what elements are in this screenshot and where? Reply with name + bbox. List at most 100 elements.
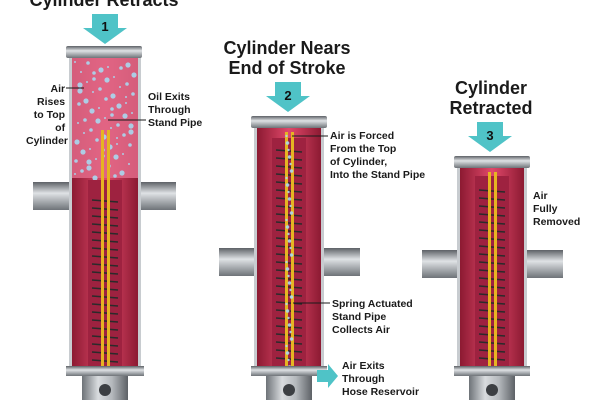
air-bubble [95,118,101,124]
air-bubble [77,82,83,88]
spring-coil [275,325,303,329]
spring-coil [91,335,119,339]
air-bubble [89,128,93,132]
spring-coil [478,197,506,201]
spring-coil [478,261,506,265]
spring-coil [91,351,119,355]
spring-coil [91,239,119,243]
spring-coil [91,215,119,219]
spring-coil [91,231,119,235]
spring-coil [478,317,506,321]
air-bubble [285,183,290,187]
air-bubble [287,274,290,278]
air-bubble [125,82,129,86]
air-bubble [289,246,292,250]
air-bubble [95,138,99,142]
air-bubble [285,351,290,355]
air-bubble [289,204,292,208]
spring-coil [91,327,119,331]
air-bubble [289,337,294,341]
air-bubble [92,71,96,75]
spring-coil [275,285,303,289]
air-bubble [89,148,91,150]
stage-3-title-line-1: Cylinder [455,78,527,98]
spring-coil [478,277,506,281]
spring-coil [478,237,506,241]
spring-coil [478,309,506,313]
step-3-arrow: 3 [468,122,512,152]
spring-coil [91,247,119,251]
air-bubble [285,267,290,271]
air-bubble [77,122,79,124]
spring-coil [91,199,119,203]
air-bubble [116,143,118,145]
air-bubble [116,123,120,127]
svg-text:Air is Forced From the: Air is Forced From the Top of Cylinder, … [330,130,425,181]
spring-coil [478,213,506,217]
spring-coil [91,279,119,283]
step-2-number: 2 [284,88,291,103]
spring-coil [91,359,119,363]
spring-coil [275,173,303,177]
spring-coil [275,261,303,265]
stage-3-title-line-2: Retracted [449,98,532,118]
spring-coil [478,205,506,209]
air-bubble [289,253,294,257]
air-bubble [287,232,290,236]
label-oil-exits: Oil Exits Through Stand Pipe [108,91,202,129]
air-bubble [86,165,92,171]
cylinder-3-cap [454,156,530,168]
spring-coil [275,213,303,217]
spring-coil [275,245,303,249]
air-bubble [287,190,290,194]
spring-coil [91,263,119,267]
cylinder-3-right-mount [525,250,563,278]
air-bubble [128,129,134,135]
svg-text:Oil Exits Through: Oil Exits Through Stand Pipe [148,91,202,129]
air-bubble [92,175,98,181]
air-bubble [104,117,106,119]
air-bubble [287,316,290,320]
cylinder-2-left-mount [219,248,257,276]
cylinder-1-stand-pipe [101,130,104,370]
air-bubble [285,344,288,348]
air-bubble [86,61,90,65]
air-bubble [125,62,131,68]
spring-coil [478,221,506,225]
air-bubble [74,61,76,63]
air-bubble [119,86,121,88]
air-bubble [104,77,110,83]
air-bubble [131,72,137,78]
cylinder-2-cap [251,116,327,128]
cylinder-3-piston-rod [475,176,509,370]
air-bubble [92,77,96,81]
step-3-number: 3 [486,128,493,143]
air-bubble [113,154,119,160]
air-bubble [86,81,88,83]
cylinder-3-stand-pipe [488,172,491,370]
cylinder-3-gland [454,366,530,376]
cylinder-3-spring [478,189,506,361]
air-bubble [289,288,292,292]
air-bubble [98,67,104,73]
air-bubble [287,155,292,159]
spring-coil [91,295,119,299]
air-bubble [289,169,294,173]
spring-coil [275,237,303,241]
spring-coil [478,357,506,361]
spring-coil [478,349,506,353]
air-bubble [285,218,288,222]
stage-1: Cylinder Retracts 1 Air Rises [26,0,202,400]
cylinder-2-gland [251,366,327,376]
air-bubble [125,96,127,98]
stage-2: Cylinder Nears End of Stroke 2 Air is Fo… [219,38,425,400]
air-bubble [122,113,128,119]
cylinder-1-gland [66,366,144,376]
svg-text:Air Fully Remo: Air Fully Removed [533,190,580,228]
spring-coil [275,341,303,345]
air-bubble [128,163,130,165]
spring-coil [275,221,303,225]
air-bubble [80,149,86,155]
cylinder-1-cap [66,46,142,58]
step-2-arrow: 2 [266,82,310,112]
